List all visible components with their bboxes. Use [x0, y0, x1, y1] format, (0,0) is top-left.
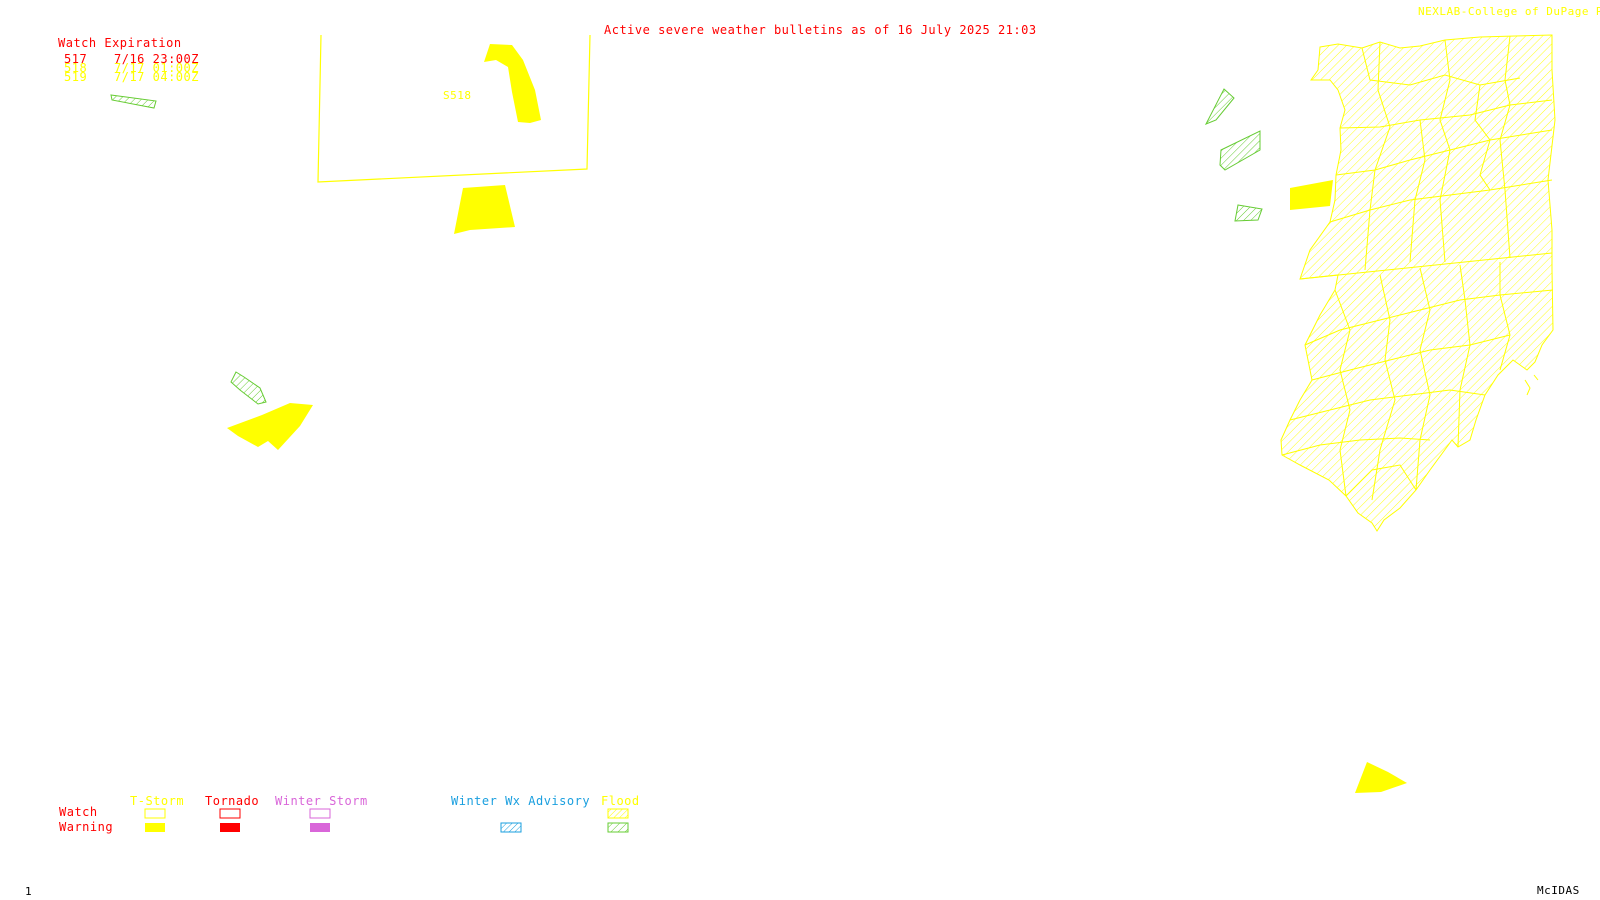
tstorm-warning-polygon — [484, 44, 541, 123]
legend-watch-row-label: Watch — [59, 805, 98, 819]
legend-swatches — [144, 808, 629, 833]
tstorm-warning-polygon — [1355, 762, 1407, 793]
legend-tstorm-label: T-Storm — [130, 794, 185, 808]
frame-number: 1 — [25, 885, 33, 898]
legend-winter-advisory-swatch — [500, 822, 522, 833]
software-label: McIDAS — [1537, 884, 1580, 897]
credit-label: NEXLAB-College of DuPage R — [1418, 5, 1600, 18]
legend-tornado-label: Tornado — [205, 794, 260, 808]
watch-number-518: 518 — [64, 61, 88, 75]
legend-tornado-watch-swatch — [219, 808, 241, 819]
legend-winter-storm-watch-swatch — [309, 808, 331, 819]
watch-box-label: S518 — [443, 89, 472, 102]
flood-warning-polygons — [110, 88, 1263, 405]
legend-winter-storm-label: Winter Storm — [275, 794, 368, 808]
watch-number-519: 519 — [64, 70, 88, 84]
legend-tornado-warning-swatch — [220, 823, 240, 832]
legend-warning-row-label: Warning — [59, 820, 114, 834]
watch-time-519: 7/17 04:00Z — [114, 70, 199, 84]
tstorm-warning-polygon — [454, 185, 515, 234]
flood-watch-region — [1280, 34, 1556, 532]
legend-flood-label: Flood — [601, 794, 640, 808]
legend-winter-storm-warning-swatch — [310, 823, 330, 832]
tstorm-warning-polygon — [1290, 180, 1333, 210]
watch-box-518 — [317, 34, 591, 183]
legend-winter-advisory-label: Winter Wx Advisory — [451, 794, 591, 808]
legend-tstorm-warning-swatch — [145, 823, 165, 832]
legend-flood-watch-swatch — [607, 808, 629, 819]
bulletin-title: Active severe weather bulletins as of 16… — [604, 23, 1037, 37]
coast-islands — [1524, 374, 1539, 396]
watch-expiration-heading: Watch Expiration — [58, 36, 182, 50]
legend-tstorm-watch-swatch — [144, 808, 166, 819]
tstorm-warning-polygon — [227, 403, 313, 450]
watch-time-518: 7/17 01:00Z — [114, 61, 199, 75]
watch-time-517: 7/16 23:00Z — [114, 52, 199, 66]
watch-number-517: 517 — [64, 52, 88, 66]
legend-flood-warning-swatch — [607, 822, 629, 833]
